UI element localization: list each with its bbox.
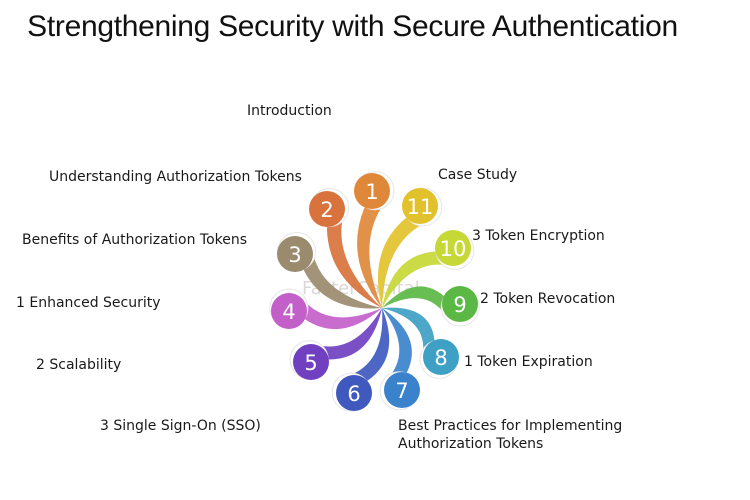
petal-ball-5: [293, 344, 329, 380]
petal-number-6: 6: [347, 382, 360, 406]
petal-curve-10: [382, 251, 447, 308]
label-token-revocation: 2 Token Revocation: [480, 291, 616, 307]
petal-curve-1: [357, 206, 383, 308]
petal-curve-7: [382, 308, 412, 377]
petal-number-11: 11: [407, 195, 434, 219]
label-best-practices: Best Practices for Implementing Authoriz…: [398, 417, 622, 453]
label-enhanced-security: 1 Enhanced Security: [16, 295, 161, 311]
petal-ball-4: [271, 293, 307, 329]
petal-ball-6: [336, 375, 372, 411]
petal-curve-6: [350, 308, 390, 381]
label-benefits: Benefits of Authorization Tokens: [22, 232, 248, 248]
petal-curve-8: [382, 307, 435, 354]
petal-curve-4: [304, 301, 382, 330]
petal-ball-11: [402, 188, 438, 224]
petal-number-5: 5: [304, 351, 317, 375]
petal-ball-3: [277, 236, 313, 272]
petal-number-7: 7: [395, 379, 408, 403]
petal-ball-8: [423, 339, 459, 375]
label-understanding-tokens: Understanding Authorization Tokens: [49, 169, 302, 185]
petal-ball-1: [354, 173, 390, 209]
label-introduction: Introduction: [247, 103, 332, 119]
petal-number-2: 2: [320, 198, 333, 222]
label-best-practices-line1: Best Practices for Implementing: [398, 418, 623, 434]
petal-ball-7: [384, 372, 420, 408]
label-case-study: Case Study: [438, 167, 518, 183]
label-scalability: 2 Scalability: [36, 357, 122, 373]
petal-ball-9: [442, 286, 478, 322]
label-sso: 3 Single Sign-On (SSO): [100, 418, 261, 434]
petal-curve-11: [377, 217, 423, 308]
page-title: Strengthening Security with Secure Authe…: [27, 10, 678, 43]
label-token-encryption: 3 Token Encryption: [472, 228, 605, 244]
petal-curve-5: [318, 308, 382, 360]
label-best-practices-line2: Authorization Tokens: [398, 436, 544, 452]
petal-number-4: 4: [282, 300, 295, 324]
petal-ball-10: [435, 230, 471, 266]
petal-number-8: 8: [434, 346, 447, 370]
label-token-expiration: 1 Token Expiration: [464, 354, 593, 370]
petal-number-9: 9: [453, 293, 466, 317]
petal-ball-2: [309, 191, 345, 227]
petal-number-10: 10: [440, 237, 467, 261]
petal-number-1: 1: [365, 180, 378, 204]
petal-number-3: 3: [288, 243, 301, 267]
petal-curve-2: [326, 218, 382, 308]
petal-curve-9: [382, 286, 445, 314]
